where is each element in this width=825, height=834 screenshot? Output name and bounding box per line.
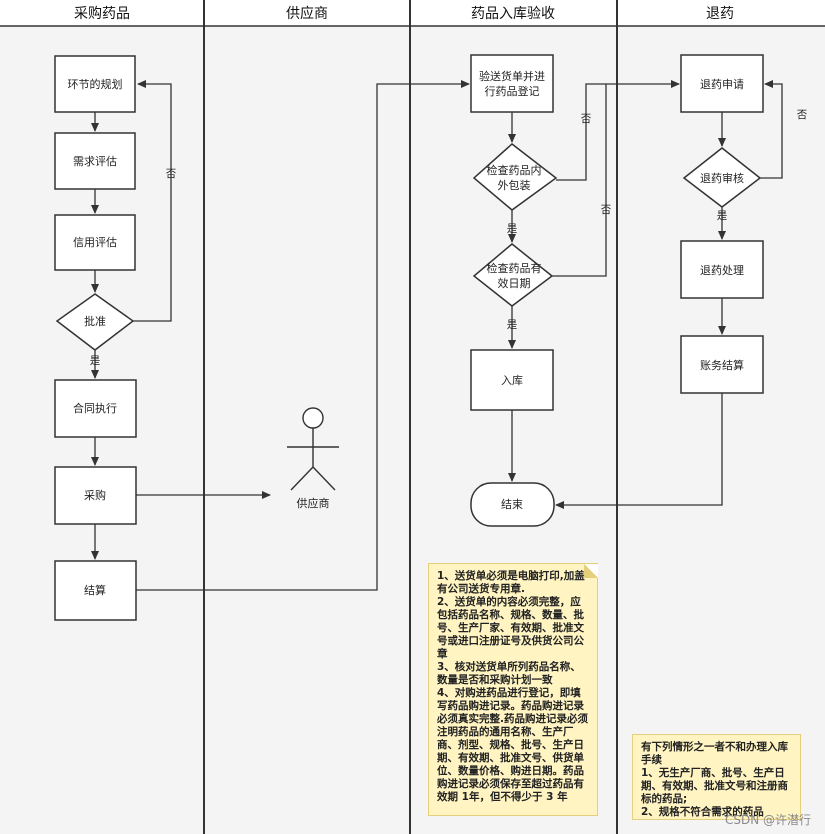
note-receiving-line: 号、生产厂家、有效期、批准文: [437, 622, 584, 634]
edge-label-checkdate-no: 否: [601, 204, 612, 216]
note-returns-line: 标的药品;: [641, 793, 688, 805]
node-return-apply-label: 退药申请: [700, 78, 744, 91]
node-account-label: 账务结算: [700, 358, 744, 372]
lane-title-receiving: 药品入库验收: [471, 6, 555, 22]
node-stock-in[interactable]: 入库: [470, 349, 554, 411]
edge-label-review-yes: 是: [717, 210, 728, 222]
note-receiving-line: 商、剂型、规格、批号、生产日: [437, 739, 584, 751]
note-receiving-line: 注明药品的通用名称、生产厂: [437, 726, 574, 738]
edge-review-no-loop: [760, 80, 783, 179]
note-receiving-line: 4、对购进药品进行登记，即填: [437, 687, 581, 699]
lane-title-procurement: 采购药品: [74, 6, 130, 22]
node-contract-label: 合同执行: [73, 401, 117, 415]
actor-head-icon: [302, 407, 324, 429]
note-receiving-line: 写药品购进记录。药品购进记录: [437, 700, 584, 712]
note-receiving-line: 3、核对送货单所列药品名称、: [437, 661, 581, 673]
node-check-pack-label-1: 检查药品内: [487, 163, 542, 177]
node-credit[interactable]: 信用评估: [54, 214, 136, 271]
note-returns-line: 手续: [641, 754, 662, 766]
node-check-date[interactable]: 检查药品有 效日期: [472, 243, 554, 307]
note-receiving-line: 数量是否和采购计划一致: [437, 674, 553, 686]
node-return-apply[interactable]: 退药申请: [680, 54, 764, 113]
node-plan-label: 环节的规划: [68, 77, 123, 91]
note-receiving-line: 包括药品名称、规格、数量、批: [437, 609, 584, 621]
edge-label-approve-yes: 是: [90, 355, 101, 367]
note-returns-line: 有下列情形之一者不和办理入库: [641, 741, 788, 753]
node-check-pack[interactable]: 检查药品内 外包装: [472, 143, 558, 211]
node-plan[interactable]: 环节的规划: [54, 55, 136, 113]
edge-label-checkpack-yes: 是: [507, 223, 518, 235]
edge-label-checkpack-no: 否: [581, 113, 592, 125]
edge-approve-no-loop: [133, 80, 172, 322]
edge-label-approve-no: 否: [166, 168, 177, 180]
supplier-actor[interactable]: [287, 407, 339, 491]
note-returns: 有下列情形之一者不和办理入库 手续 1、无生产厂商、批号、生产日 期、有效期、批…: [632, 734, 801, 820]
note-receiving-line: 位、数量价格、购进日期。药品: [437, 765, 584, 777]
note-receiving-line: 必须真实完整.药品购进记录必须: [437, 713, 588, 725]
edge-checkpack-no: [556, 80, 680, 181]
node-return-handle[interactable]: 退药处理: [680, 240, 764, 299]
note-receiving-line: 购进记录必须保存至超过药品有: [437, 778, 584, 790]
node-register-label-1: 验送货单并进: [479, 69, 545, 83]
edge-checkdate-no: [552, 84, 607, 277]
node-demand-label: 需求评估: [73, 155, 117, 168]
node-stock-in-label: 入库: [501, 374, 523, 387]
node-demand[interactable]: 需求评估: [54, 132, 136, 190]
node-end[interactable]: 结束: [470, 482, 555, 527]
actor-right-leg: [312, 466, 336, 491]
node-return-review[interactable]: 退药审核: [682, 147, 762, 208]
note-receiving-line: 2、送货单的内容必须完整，应: [437, 596, 581, 608]
edge-label-checkdate-yes: 是: [507, 319, 518, 331]
supplier-actor-label: 供应商: [297, 496, 330, 510]
actor-left-leg: [290, 466, 314, 491]
node-settle[interactable]: 结算: [54, 560, 137, 621]
watermark: CSDN @许潜行: [724, 813, 811, 827]
connectors: [91, 80, 783, 591]
node-end-label: 结束: [501, 498, 523, 511]
note-receiving-line: 效期 1年，但不得少于 3 年: [437, 791, 568, 803]
node-return-review-label: 退药审核: [700, 171, 744, 185]
note-receiving: 1、送货单必须是电脑打印,加盖 有公司送货专用章. 2、送货单的内容必须完整，应…: [428, 563, 598, 816]
node-register-label-2: 行药品登记: [485, 84, 540, 98]
note-receiving-line: 有公司送货专用章.: [437, 583, 525, 595]
node-return-handle-label: 退药处理: [700, 264, 744, 277]
note-returns-line: 1、无生产厂商、批号、生产日: [641, 767, 785, 779]
node-contract[interactable]: 合同执行: [54, 379, 137, 438]
edge-account-end: [555, 393, 723, 509]
node-purchase[interactable]: 采购: [54, 466, 137, 525]
edge-settle-register: [136, 80, 470, 591]
note-receiving-line: 号或进口注册证号及供货公司公: [437, 635, 584, 647]
node-purchase-label: 采购: [84, 488, 106, 502]
edge-label-review-no: 否: [797, 109, 808, 121]
node-check-date-label-2: 效日期: [498, 276, 531, 290]
lane-title-returns: 退药: [706, 6, 734, 22]
note-returns-line: 期、有效期、批准文号和注册商: [641, 780, 788, 792]
note-receiving-line: 1、送货单必须是电脑打印,加盖: [437, 570, 585, 582]
note-receiving-fold-icon: [584, 564, 598, 578]
node-credit-label: 信用评估: [73, 236, 117, 249]
node-approve[interactable]: 批准: [55, 293, 135, 351]
node-check-date-label-1: 检查药品有: [487, 261, 542, 275]
node-check-pack-label-2: 外包装: [498, 179, 531, 192]
node-register[interactable]: 验送货单并进 行药品登记: [470, 54, 554, 113]
note-receiving-line: 章: [437, 648, 448, 660]
node-settle-label: 结算: [84, 583, 106, 597]
note-receiving-line: 期、有效期、批准文号、供货单: [437, 752, 584, 764]
lane-title-supplier: 供应商: [286, 5, 328, 22]
node-approve-label: 批准: [84, 314, 106, 328]
note-returns-line: 2、规格不符合需求的药品: [641, 806, 764, 818]
header-row: [0, 0, 825, 26]
node-account[interactable]: 账务结算: [680, 335, 764, 394]
